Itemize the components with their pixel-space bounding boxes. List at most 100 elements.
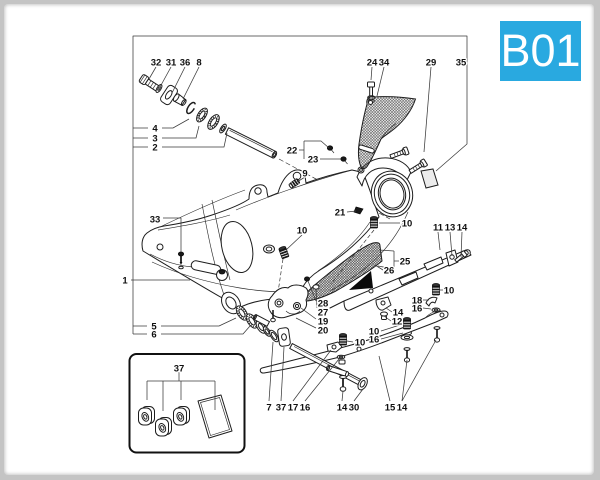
leader-line-5 xyxy=(161,317,237,327)
clip-18 xyxy=(425,296,438,307)
callout-30: 30 xyxy=(349,402,360,413)
leader-line-34 xyxy=(376,66,385,97)
callout-26: 26 xyxy=(384,265,395,276)
callout-37: 37 xyxy=(174,363,185,374)
roller-3 xyxy=(173,406,190,426)
callout-17: 17 xyxy=(288,402,299,413)
bearing-3 xyxy=(196,107,208,123)
callout-37: 37 xyxy=(276,402,287,413)
swingarm-body xyxy=(141,169,409,315)
callout-14: 14 xyxy=(337,402,348,413)
leader-line-24 xyxy=(370,66,373,81)
washer-27 xyxy=(312,284,320,290)
leader-line-9 xyxy=(296,176,306,183)
callout-12: 12 xyxy=(392,316,403,327)
callout-6: 6 xyxy=(151,329,156,340)
chainguard-rail-upper xyxy=(329,249,472,311)
leader-line-32 xyxy=(148,66,157,80)
callout-9: 9 xyxy=(302,168,307,179)
bolt-14b xyxy=(339,375,347,392)
bushing-10-d xyxy=(402,317,412,330)
leader-line-19 xyxy=(300,307,317,320)
leader-line-14 xyxy=(385,307,393,313)
callout-31: 31 xyxy=(166,57,177,68)
pivot-housing xyxy=(356,157,414,218)
leader-line-25 xyxy=(377,265,395,270)
callout-14: 14 xyxy=(397,402,408,413)
callout-22: 22 xyxy=(287,145,298,156)
roller-2 xyxy=(155,417,172,437)
bushing-10-b xyxy=(369,216,379,229)
callout-36: 36 xyxy=(180,57,191,68)
table-code: B01 xyxy=(500,24,581,76)
screw-23 xyxy=(340,156,348,165)
callout-10: 10 xyxy=(297,225,308,236)
screw-28 xyxy=(304,276,310,282)
bolts-29 xyxy=(389,146,428,174)
inset-box xyxy=(128,353,246,454)
callout-32: 32 xyxy=(151,57,162,68)
leader-line-14 xyxy=(401,359,408,402)
leader-line-16 xyxy=(380,332,404,340)
screw-33 xyxy=(177,251,185,270)
lever-17 xyxy=(326,341,346,365)
callout-16: 16 xyxy=(300,402,311,413)
leader-line-36 xyxy=(171,66,186,94)
pivot-bearing-stack xyxy=(235,305,291,347)
plate-37 xyxy=(277,327,291,347)
collar xyxy=(219,123,227,134)
leader-line-16 xyxy=(304,358,340,402)
washer-small xyxy=(262,326,272,337)
leader-line-21 xyxy=(346,210,357,213)
washer-12 xyxy=(380,311,388,317)
callout-16: 16 xyxy=(412,303,423,314)
leader-line-6 xyxy=(161,325,251,335)
callout-1: 1 xyxy=(122,275,128,286)
callout-rails xyxy=(132,35,468,334)
callout-19: 19 xyxy=(318,316,329,327)
callout-28: 28 xyxy=(318,298,329,309)
callout-10: 10 xyxy=(355,337,366,348)
callout-10: 10 xyxy=(444,285,455,296)
bushing-10-e xyxy=(338,333,348,346)
linkage-bracket xyxy=(267,284,309,323)
leader-line-11 xyxy=(437,231,441,251)
leader-line-33 xyxy=(163,217,182,252)
callout-5: 5 xyxy=(151,321,157,332)
leader-line-25 xyxy=(378,249,395,252)
callout-27: 27 xyxy=(318,307,329,318)
clevis-14-mid xyxy=(375,296,392,320)
leader-line-8 xyxy=(182,66,200,100)
callout-13: 13 xyxy=(445,222,456,233)
clip-21 xyxy=(353,206,364,215)
callout-10: 10 xyxy=(369,326,380,337)
callout-24: 24 xyxy=(367,57,378,68)
bolt-hang-1 xyxy=(433,326,441,343)
leader-line-13 xyxy=(449,231,453,257)
callout-35: 35 xyxy=(456,57,467,68)
leader-line-17 xyxy=(292,349,332,402)
chain-slider xyxy=(302,242,383,302)
inset-plate xyxy=(197,394,233,439)
leader-line-28 xyxy=(307,280,317,302)
leader-line-7 xyxy=(268,341,274,402)
leader-line-15 xyxy=(378,355,391,402)
clevis-13 xyxy=(445,249,459,267)
pivot-shaft-group xyxy=(138,74,278,159)
table-code-badge: B01 xyxy=(500,21,581,81)
nut xyxy=(338,359,346,365)
callout-3: 3 xyxy=(152,133,157,144)
leader-line-10 xyxy=(346,340,354,343)
leader-line-14 xyxy=(460,231,463,258)
callout-4: 4 xyxy=(152,123,158,134)
bearing-2 xyxy=(207,114,220,130)
leader-line-2 xyxy=(162,132,228,148)
leader-line-14 xyxy=(401,339,437,402)
ring-7 xyxy=(269,329,279,343)
callout-20: 20 xyxy=(318,325,329,336)
roller-1 xyxy=(138,406,155,426)
leader-line-35 xyxy=(435,38,468,172)
bolt-hang-2 xyxy=(403,347,411,363)
leader-line-12 xyxy=(383,315,392,322)
callout-14: 14 xyxy=(393,307,404,318)
